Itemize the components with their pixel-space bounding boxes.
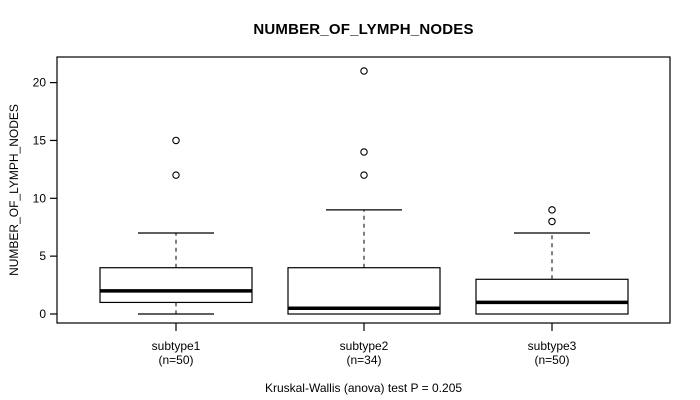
x-axis-group-label-subtype3: subtype3 (n=50) [528,339,577,367]
x-axis-group-label-subtype1: subtype1 (n=50) [152,339,201,367]
group-name: subtype3 [527,339,577,353]
group-n-count: (n=34) [346,353,382,367]
y-tick-label: 15 [33,133,47,147]
y-tick-label: 0 [39,307,46,321]
outlier-point-subtype2 [360,171,368,179]
outlier-point-subtype3 [548,217,556,226]
outlier-point-subtype2 [360,148,368,156]
group-name: subtype2 [339,339,389,353]
group-n-count: (n=50) [534,353,570,367]
y-tick-label: 5 [39,249,46,263]
group-name: subtype1 [151,339,201,353]
x-axis-group-label-subtype2: subtype2 (n=34) [340,339,389,367]
iqr-box-subtype2 [287,267,441,315]
iqr-box-subtype1 [99,267,253,304]
group-n-count: (n=50) [158,353,194,367]
outlier-point-subtype1 [172,171,180,179]
chart-title: NUMBER_OF_LYMPH_NODES [253,21,474,38]
y-tick-label: 20 [33,76,47,90]
iqr-box-subtype3 [475,278,629,315]
outlier-point-subtype3 [548,206,556,214]
stat-test-caption: Kruskal-Wallis (anova) test P = 0.205 [264,381,463,395]
outlier-point-subtype1 [172,136,180,145]
outlier-point-subtype2 [360,67,368,75]
y-tick-label: 10 [33,191,47,205]
